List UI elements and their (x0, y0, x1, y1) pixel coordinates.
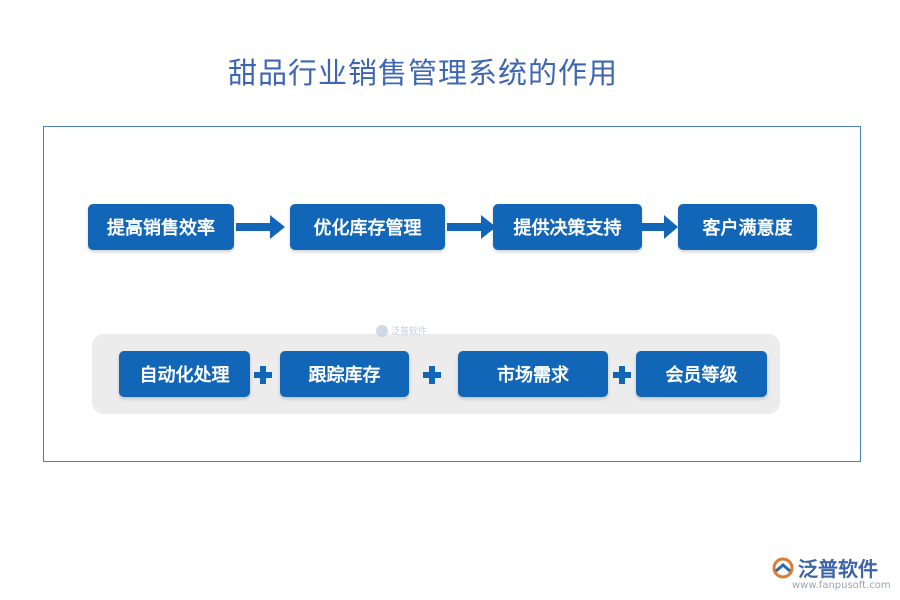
fanpu-logo-icon (772, 557, 794, 578)
plus-icon (423, 366, 441, 384)
feature-2: 跟踪库存 (280, 351, 409, 397)
watermark: 泛普软件 (376, 324, 427, 337)
watermark-text: 泛普软件 (391, 327, 428, 337)
diagram-frame (43, 126, 861, 462)
flow-step-1: 提高销售效率 (88, 204, 234, 250)
brand-name: 泛普软件 (798, 557, 878, 581)
feature-3: 市场需求 (458, 351, 608, 397)
flow-step-3: 提供决策支持 (493, 204, 642, 250)
arrow-icon (447, 215, 496, 239)
plus-icon (254, 366, 272, 384)
watermark-logo-icon (376, 324, 388, 337)
feature-1: 自动化处理 (119, 351, 250, 397)
feature-4: 会员等级 (636, 351, 767, 397)
arrow-icon (642, 215, 678, 239)
brand-url: www.fanpusoft.com (792, 580, 891, 591)
brand-logo: 泛普软件 (772, 553, 878, 582)
arrow-icon (236, 215, 285, 239)
flow-step-2: 优化库存管理 (290, 204, 445, 250)
flow-step-4: 客户满意度 (678, 204, 817, 250)
plus-icon (613, 366, 631, 384)
diagram-title: 甜品行业销售管理系统的作用 (228, 56, 619, 90)
